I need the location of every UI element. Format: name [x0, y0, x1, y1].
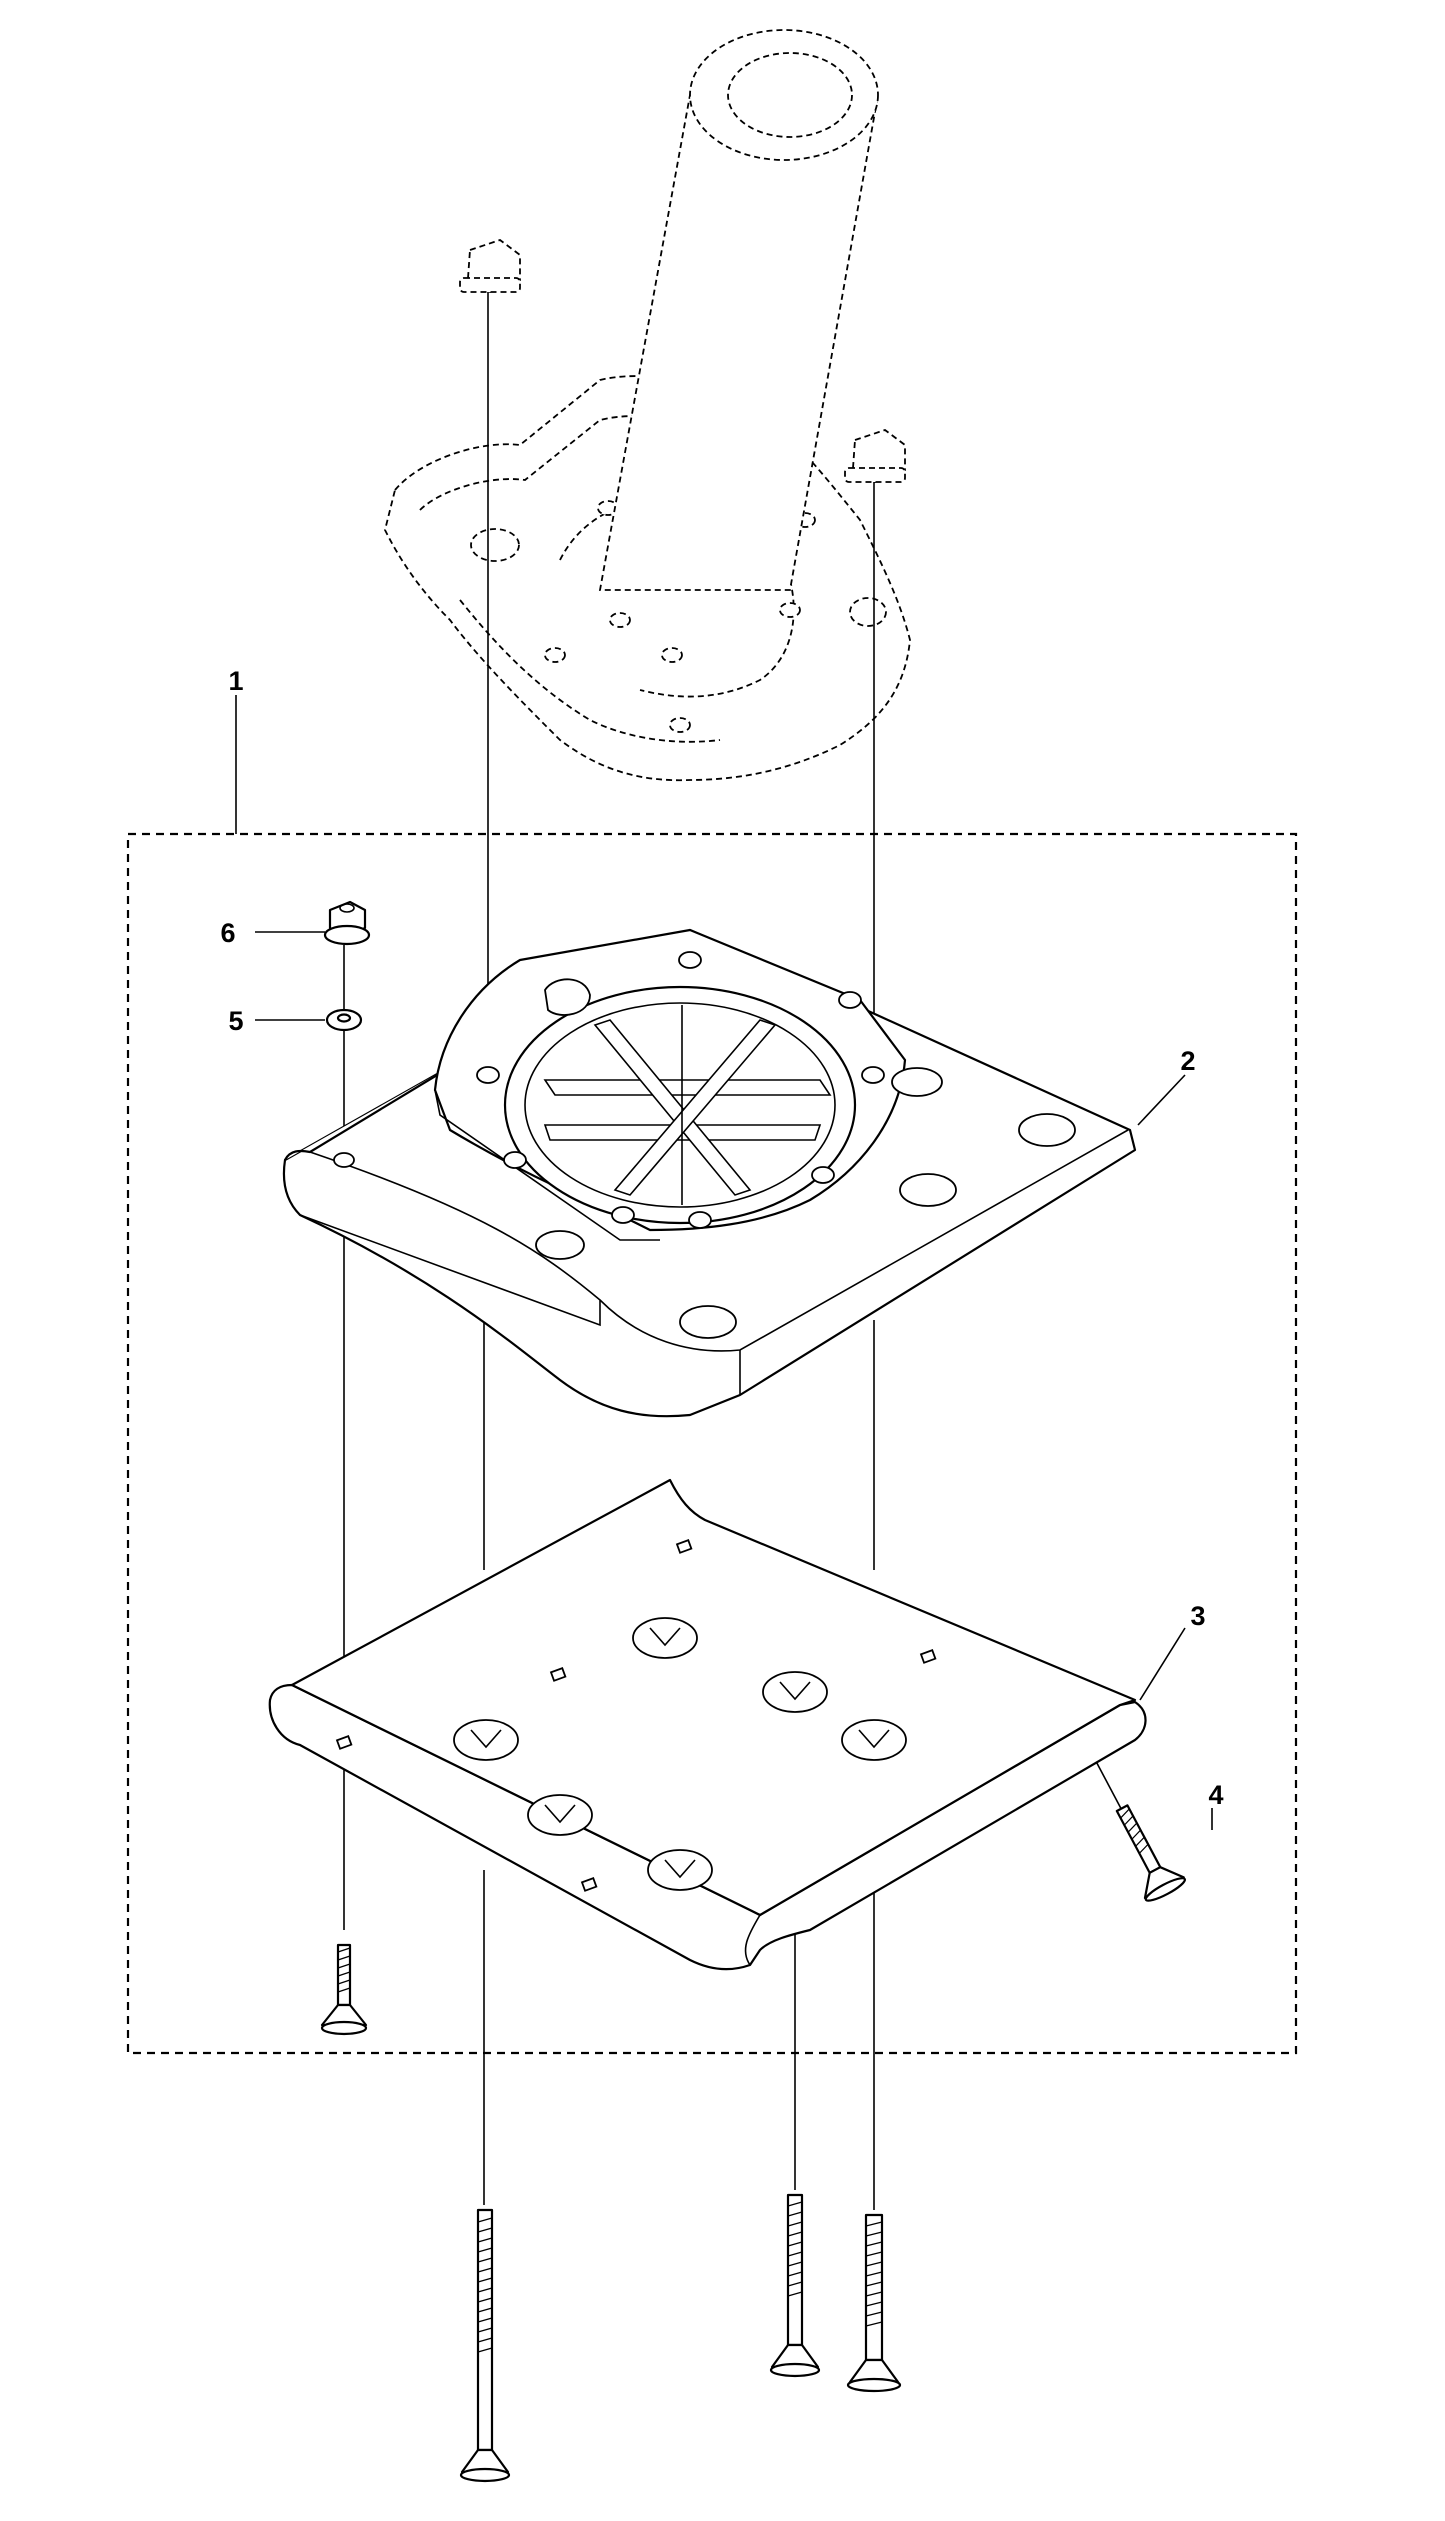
callout-labels: 1 6 5 2 3 4	[220, 666, 1223, 1810]
bolt-bottom-left	[459, 2208, 511, 2483]
bolt-bottom-middle	[769, 2193, 821, 2378]
callout-4: 4	[1208, 1780, 1223, 1810]
callout-1: 1	[228, 666, 243, 696]
bolt-left-kit	[320, 1943, 368, 2036]
washer	[325, 1008, 363, 1032]
flange-nut	[323, 900, 371, 946]
callout-6: 6	[220, 918, 235, 948]
bolt-bottom-right	[846, 2213, 902, 2393]
assembly-axis-lines	[343, 292, 1136, 2210]
callout-2: 2	[1180, 1046, 1195, 1076]
callout-3: 3	[1190, 1601, 1205, 1631]
ghost-machine-housing	[384, 29, 911, 782]
callout-5: 5	[228, 1006, 243, 1036]
rubber-base-block	[282, 928, 1137, 1418]
kit-boundary-box	[126, 832, 1298, 2055]
plate-dimples	[453, 1617, 907, 1891]
bolt-angled	[1115, 1804, 1186, 1902]
callout-leaders	[235, 695, 1213, 1830]
base-plate	[268, 1478, 1147, 1971]
